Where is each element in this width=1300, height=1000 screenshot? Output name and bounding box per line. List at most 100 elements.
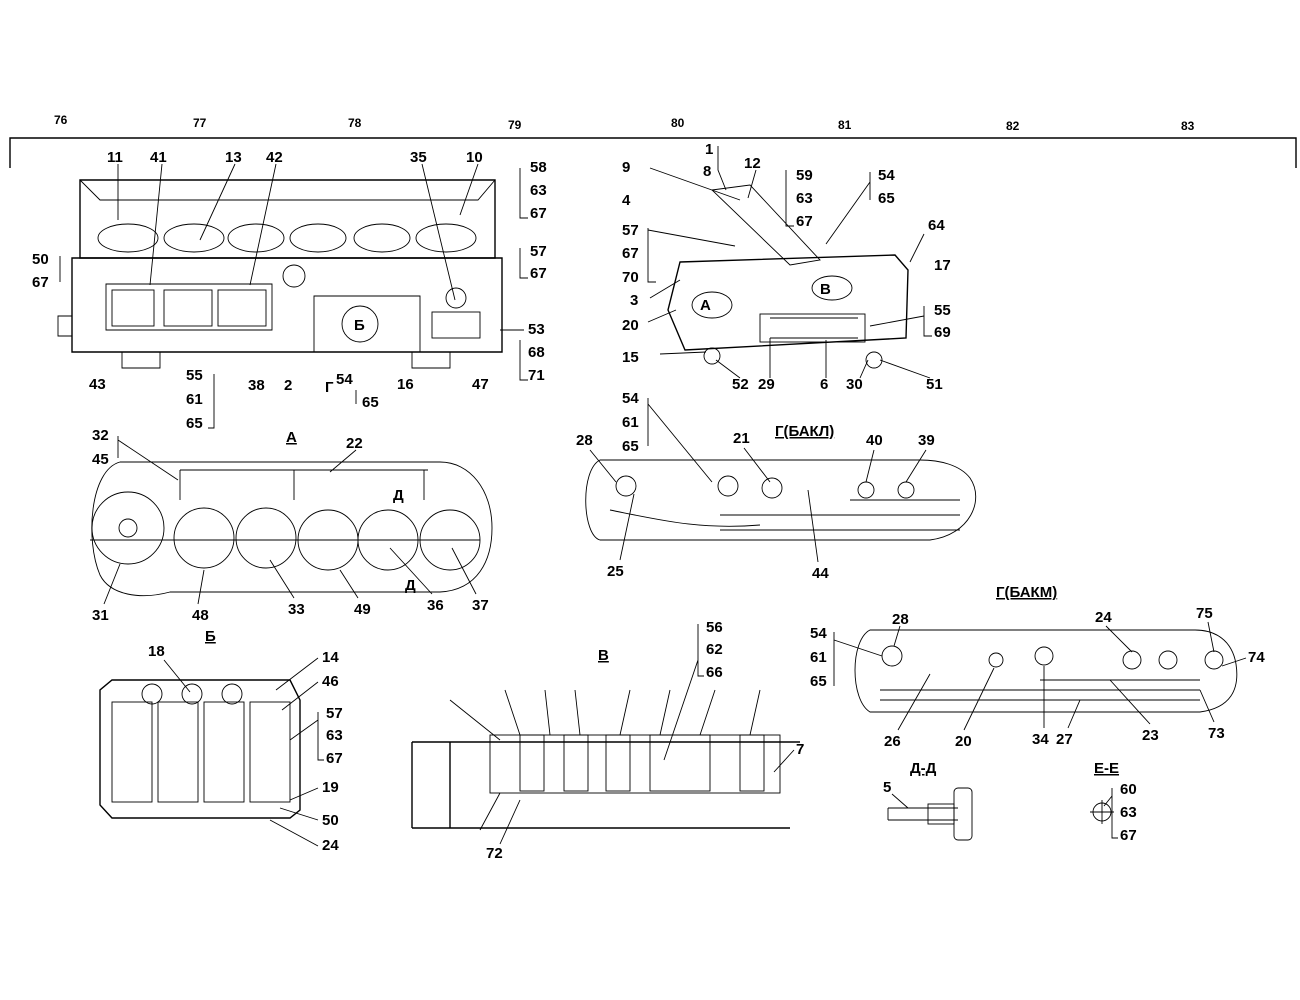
callout-43: 43 bbox=[89, 376, 106, 393]
callout-63s: 63 bbox=[796, 190, 813, 207]
callout-74: 74 bbox=[1248, 649, 1265, 666]
view-marker-d-top: Д bbox=[393, 487, 404, 504]
callout-4: 4 bbox=[622, 192, 631, 209]
callout-47: 47 bbox=[472, 376, 489, 393]
callout-56: 56 bbox=[706, 619, 723, 636]
callout-54: 54 bbox=[336, 371, 353, 388]
callout-75: 75 bbox=[1196, 605, 1213, 622]
callout-64: 64 bbox=[928, 217, 945, 234]
callout-60: 60 bbox=[1120, 781, 1137, 798]
zone-77: 77 bbox=[193, 116, 207, 130]
callout-26: 26 bbox=[884, 733, 901, 750]
callout-16: 16 bbox=[397, 376, 414, 393]
view-ee: Е-Е 60 63 67 bbox=[1090, 760, 1137, 844]
callout-17: 17 bbox=[934, 257, 951, 274]
callout-57b: 57 bbox=[326, 705, 343, 722]
view-ee-title: Е-Е bbox=[1094, 760, 1119, 777]
callout-2: 2 bbox=[284, 377, 292, 394]
view-g-bakl: Г(БАКЛ) 54 61 65 28 21 40 39 25 44 bbox=[576, 390, 977, 582]
callout-20: 20 bbox=[622, 317, 639, 334]
callout-13: 13 bbox=[225, 149, 242, 166]
callout-54g: 54 bbox=[622, 390, 639, 407]
callout-54s: 54 bbox=[878, 167, 895, 184]
callout-63: 63 bbox=[530, 182, 547, 199]
callout-63e: 63 bbox=[1120, 804, 1137, 821]
callout-67e: 67 bbox=[1120, 827, 1137, 844]
callout-54m: 54 bbox=[810, 625, 827, 642]
callout-67: 67 bbox=[530, 205, 547, 222]
callout-67s: 67 bbox=[796, 213, 813, 230]
zone-78: 78 bbox=[348, 116, 362, 130]
view-v: В 56 62 66 7 72 bbox=[411, 619, 804, 862]
callout-70: 70 bbox=[622, 269, 639, 286]
callout-65: 65 bbox=[186, 415, 203, 432]
zone-80: 80 bbox=[671, 116, 685, 130]
callout-49: 49 bbox=[354, 601, 371, 618]
callout-48: 48 bbox=[192, 607, 209, 624]
callout-67bb: 67 bbox=[326, 750, 343, 767]
callout-63b: 63 bbox=[326, 727, 343, 744]
side-view-callouts: 1 8 9 12 59 63 67 4 54 65 57 67 70 64 17… bbox=[622, 141, 951, 393]
callout-28m: 28 bbox=[892, 611, 909, 628]
view-g-bakm: Г(БАКМ) 54 61 65 28 24 75 74 26 20 34 27… bbox=[810, 584, 1265, 750]
callout-65g: 65 bbox=[622, 438, 639, 455]
callout-57: 57 bbox=[530, 243, 547, 260]
callout-19: 19 bbox=[322, 779, 339, 796]
view-dd: Д-Д 5 bbox=[883, 760, 973, 841]
callout-67c: 67 bbox=[530, 265, 547, 282]
callout-73: 73 bbox=[1208, 725, 1225, 742]
callout-55s: 55 bbox=[934, 302, 951, 319]
callout-67b: 67 bbox=[32, 274, 49, 291]
callout-51: 51 bbox=[926, 376, 943, 393]
view-marker-a: А bbox=[700, 297, 711, 314]
callout-40: 40 bbox=[866, 432, 883, 449]
callout-12: 12 bbox=[744, 155, 761, 172]
frame-border bbox=[9, 137, 1297, 168]
callout-61m: 61 bbox=[810, 649, 827, 666]
callout-15: 15 bbox=[622, 349, 639, 366]
callout-11: 11 bbox=[107, 149, 123, 166]
callout-18: 18 bbox=[148, 643, 165, 660]
zone-83: 83 bbox=[1181, 119, 1195, 133]
callout-32: 32 bbox=[92, 427, 109, 444]
view-marker-d-bottom: Д bbox=[405, 577, 416, 594]
callout-8: 8 bbox=[703, 163, 711, 180]
callout-1: 1 bbox=[705, 141, 713, 158]
view-g-bakm-title: Г(БАКМ) bbox=[996, 584, 1057, 601]
callout-14: 14 bbox=[322, 649, 339, 666]
callout-33: 33 bbox=[288, 601, 305, 618]
zone-81: 81 bbox=[838, 118, 852, 132]
zone-82: 82 bbox=[1006, 119, 1020, 133]
callout-44: 44 bbox=[812, 565, 829, 582]
callout-24b: 24 bbox=[322, 837, 339, 854]
zone-79: 79 bbox=[508, 118, 522, 132]
callout-58: 58 bbox=[530, 159, 547, 176]
zone-76: 76 bbox=[54, 113, 68, 127]
callout-30: 30 bbox=[846, 376, 863, 393]
view-marker-g: Г bbox=[325, 379, 334, 396]
callout-28g: 28 bbox=[576, 432, 593, 449]
callout-62: 62 bbox=[706, 641, 723, 658]
instrument-panel: Б Г bbox=[57, 179, 503, 396]
callout-61g: 61 bbox=[622, 414, 639, 431]
callout-59: 59 bbox=[796, 167, 813, 184]
callout-53: 53 bbox=[528, 321, 545, 338]
callout-69: 69 bbox=[934, 324, 951, 341]
view-b-title: Б bbox=[205, 628, 216, 645]
zone-numbers: 76 77 78 79 80 81 82 83 bbox=[54, 113, 1195, 133]
view-marker-v: В bbox=[820, 281, 831, 298]
callout-50b: 50 bbox=[322, 812, 339, 829]
callout-46: 46 bbox=[322, 673, 339, 690]
callout-57s: 57 bbox=[622, 222, 639, 239]
callout-29: 29 bbox=[758, 376, 775, 393]
panel-callouts: 11 41 13 42 35 10 58 63 67 50 67 57 67 4… bbox=[32, 149, 547, 432]
callout-66: 66 bbox=[706, 664, 723, 681]
callout-10: 10 bbox=[466, 149, 483, 166]
callout-68: 68 bbox=[528, 344, 545, 361]
callout-42: 42 bbox=[266, 149, 283, 166]
callout-55: 55 bbox=[186, 367, 203, 384]
callout-71: 71 bbox=[528, 367, 545, 384]
callout-20m: 20 bbox=[955, 733, 972, 750]
callout-36: 36 bbox=[427, 597, 444, 614]
callout-67s2: 67 bbox=[622, 245, 639, 262]
